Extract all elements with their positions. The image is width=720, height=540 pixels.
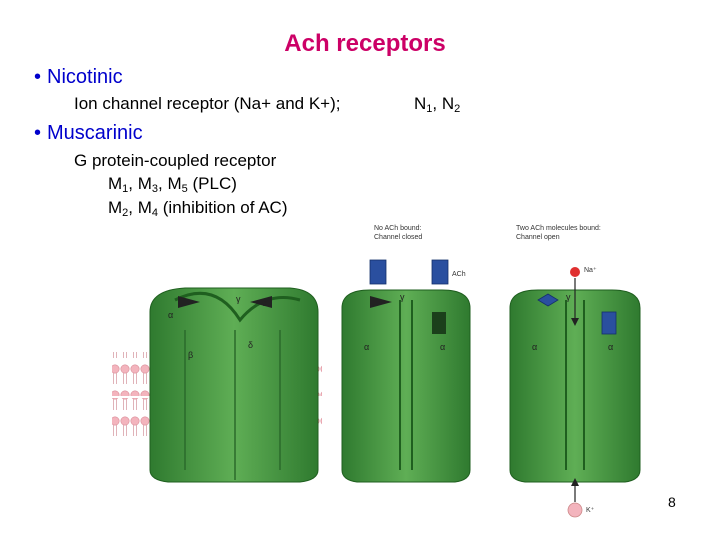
slide-title: Ach receptors	[284, 30, 446, 57]
muscarinic-description: G protein-coupled receptor	[74, 151, 277, 170]
muscarinic-group-ac: M2, M4 (inhibition of AC)	[108, 198, 288, 219]
ach-molecule-bound	[537, 293, 617, 335]
sodium-label: Na⁺	[584, 267, 597, 274]
closed-caption-line-2: Channel closed	[374, 234, 422, 241]
muscarinic-group-plc: M1, M3, M5 (PLC)	[108, 174, 237, 195]
page-number: 8	[668, 494, 676, 510]
muscarinic-heading-text: Muscarinic	[47, 122, 143, 144]
muscarinic-heading: •Muscarinic	[34, 122, 143, 145]
receptor-open-cutaway	[509, 278, 641, 483]
open-caption-line-1: Two ACh molecules bound:	[516, 225, 601, 232]
subunit-delta-label: δ	[248, 340, 253, 350]
potassium-ion	[567, 502, 583, 518]
bullet: •	[34, 66, 42, 88]
subunit-gamma-label: γ	[566, 292, 571, 302]
nicotinic-heading: •Nicotinic	[34, 66, 123, 89]
subunit-alpha-label: α	[532, 342, 537, 352]
subunit-gamma-label: γ	[236, 294, 241, 304]
subunit-alpha-label: α	[262, 298, 267, 308]
binding-site-arrow	[178, 296, 200, 308]
receptor-closed-cutaway	[341, 289, 471, 483]
subunit-alpha-label: α	[440, 342, 445, 352]
subunit-gamma-label: γ	[400, 292, 405, 302]
subunit-alpha-label: α	[608, 342, 613, 352]
ach-molecule-unbound	[369, 259, 449, 285]
binding-site-arrow	[250, 296, 272, 308]
open-caption-line-2: Channel open	[516, 234, 560, 241]
ach-label: ACh	[452, 271, 466, 278]
bullet: •	[34, 122, 42, 144]
subunit-alpha-label: α	[364, 342, 369, 352]
closed-caption-line-1: No ACh bound:	[374, 225, 422, 232]
nicotinic-subtypes: N1, N2	[414, 94, 461, 115]
receptor-3d-view	[149, 287, 319, 483]
binding-site-arrow	[370, 296, 392, 308]
subunit-alpha-label: α	[168, 310, 173, 320]
subunit-beta-label: β	[188, 350, 193, 360]
potassium-label: K⁺	[586, 507, 595, 514]
nicotinic-heading-text: Nicotinic	[47, 66, 123, 88]
sodium-ion	[570, 267, 580, 277]
nicotinic-description: Ion channel receptor (Na+ and K+);	[74, 94, 341, 113]
